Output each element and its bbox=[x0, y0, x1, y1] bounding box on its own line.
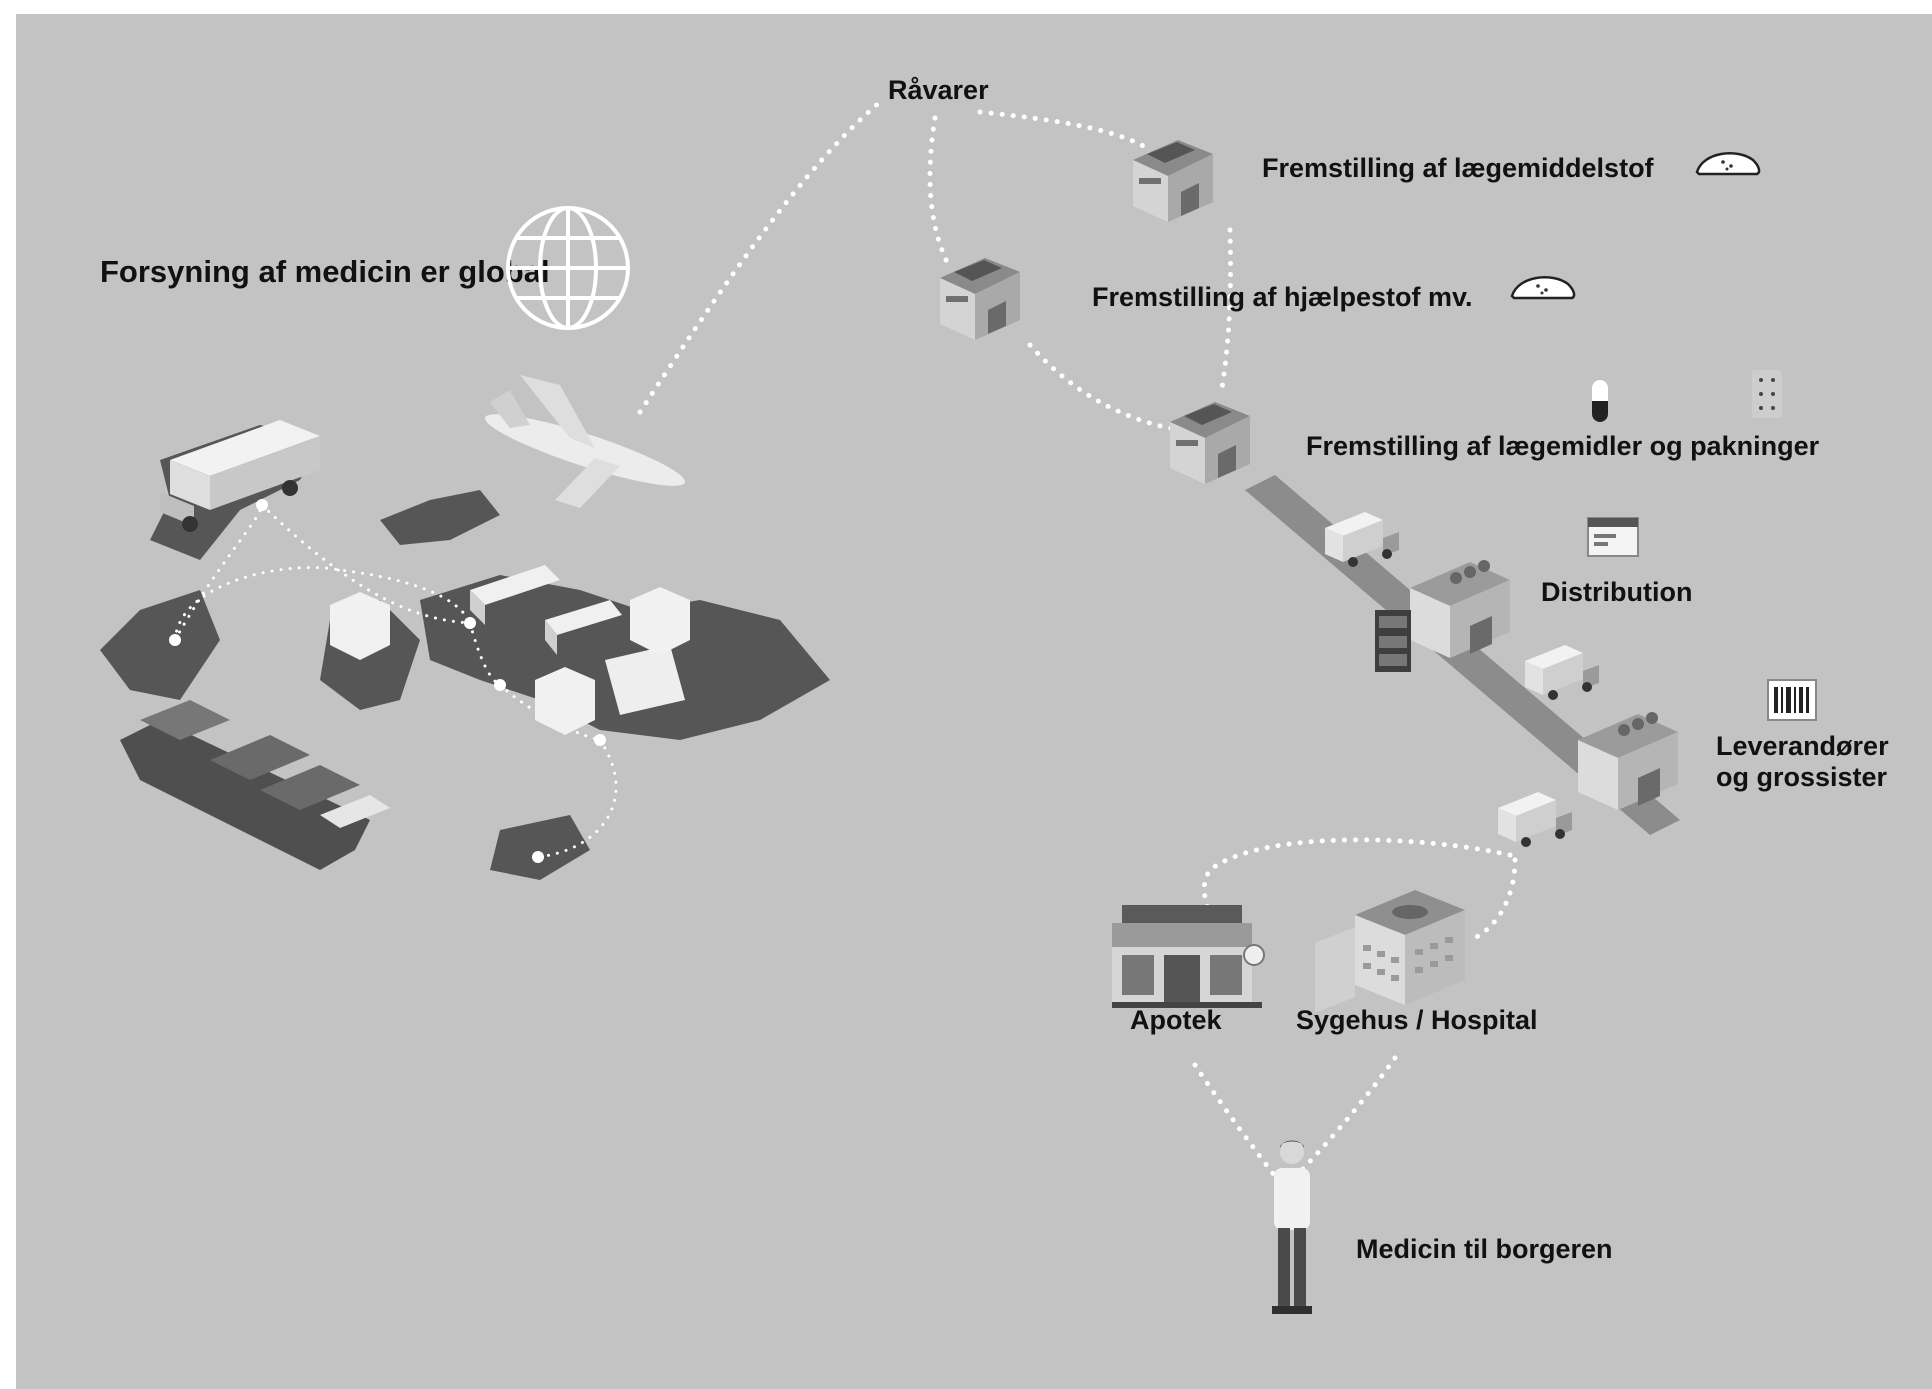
drug-manufacturing-label: Fremstilling af lægemidler og pakninger bbox=[1306, 431, 1820, 461]
path-api-to-drug bbox=[1219, 227, 1234, 391]
excipient-manufacturing-label: Fremstilling af hjælpestof mv. bbox=[1092, 282, 1473, 312]
diagram-panel bbox=[16, 14, 1932, 1389]
path-supplier-to-pharmacy bbox=[1201, 837, 1513, 918]
diagram-title: Forsyning af medicin er global bbox=[100, 254, 550, 289]
medicine-package-icon bbox=[1587, 517, 1639, 557]
storage-rack-icon bbox=[1375, 610, 1411, 672]
api-manufacturing-label: Fremstilling af lægemiddelstof bbox=[1262, 153, 1655, 183]
path-excipient-to-drug bbox=[1027, 342, 1183, 433]
suppliers-label-line1: Leverandører bbox=[1716, 731, 1889, 761]
freight-train-icon bbox=[470, 565, 685, 715]
hospital-label: Sygehus / Hospital bbox=[1296, 1005, 1538, 1035]
path-plane-to-raw bbox=[637, 99, 883, 415]
path-supplier-to-hospital bbox=[1467, 857, 1518, 943]
blister-pack-icon bbox=[1752, 370, 1782, 418]
globe-icon bbox=[506, 206, 630, 330]
distribution-label: Distribution bbox=[1541, 577, 1692, 607]
pharmacy-label: Apotek bbox=[1130, 1005, 1222, 1035]
cargo-boxes bbox=[330, 587, 690, 735]
hospital-building-icon bbox=[1315, 890, 1465, 1013]
raw-materials-label: Råvarer bbox=[888, 75, 989, 105]
path-pharmacy-to-citizen bbox=[1192, 1062, 1281, 1183]
flow-paths bbox=[637, 99, 1518, 1183]
capsule-icon bbox=[1592, 380, 1608, 422]
pharmacy-store-icon bbox=[1112, 905, 1265, 1008]
airplane-icon bbox=[485, 375, 685, 508]
path-raw-to-excipient bbox=[927, 115, 953, 271]
truck-icon bbox=[160, 420, 320, 532]
citizen-label: Medicin til borgeren bbox=[1356, 1234, 1613, 1264]
container-ship-icon bbox=[120, 700, 390, 870]
barcode-label-icon bbox=[1767, 679, 1817, 721]
person-icon bbox=[1272, 1140, 1312, 1314]
suppliers-label-line2: og grossister bbox=[1716, 762, 1888, 792]
path-hospital-to-citizen bbox=[1299, 1055, 1398, 1173]
